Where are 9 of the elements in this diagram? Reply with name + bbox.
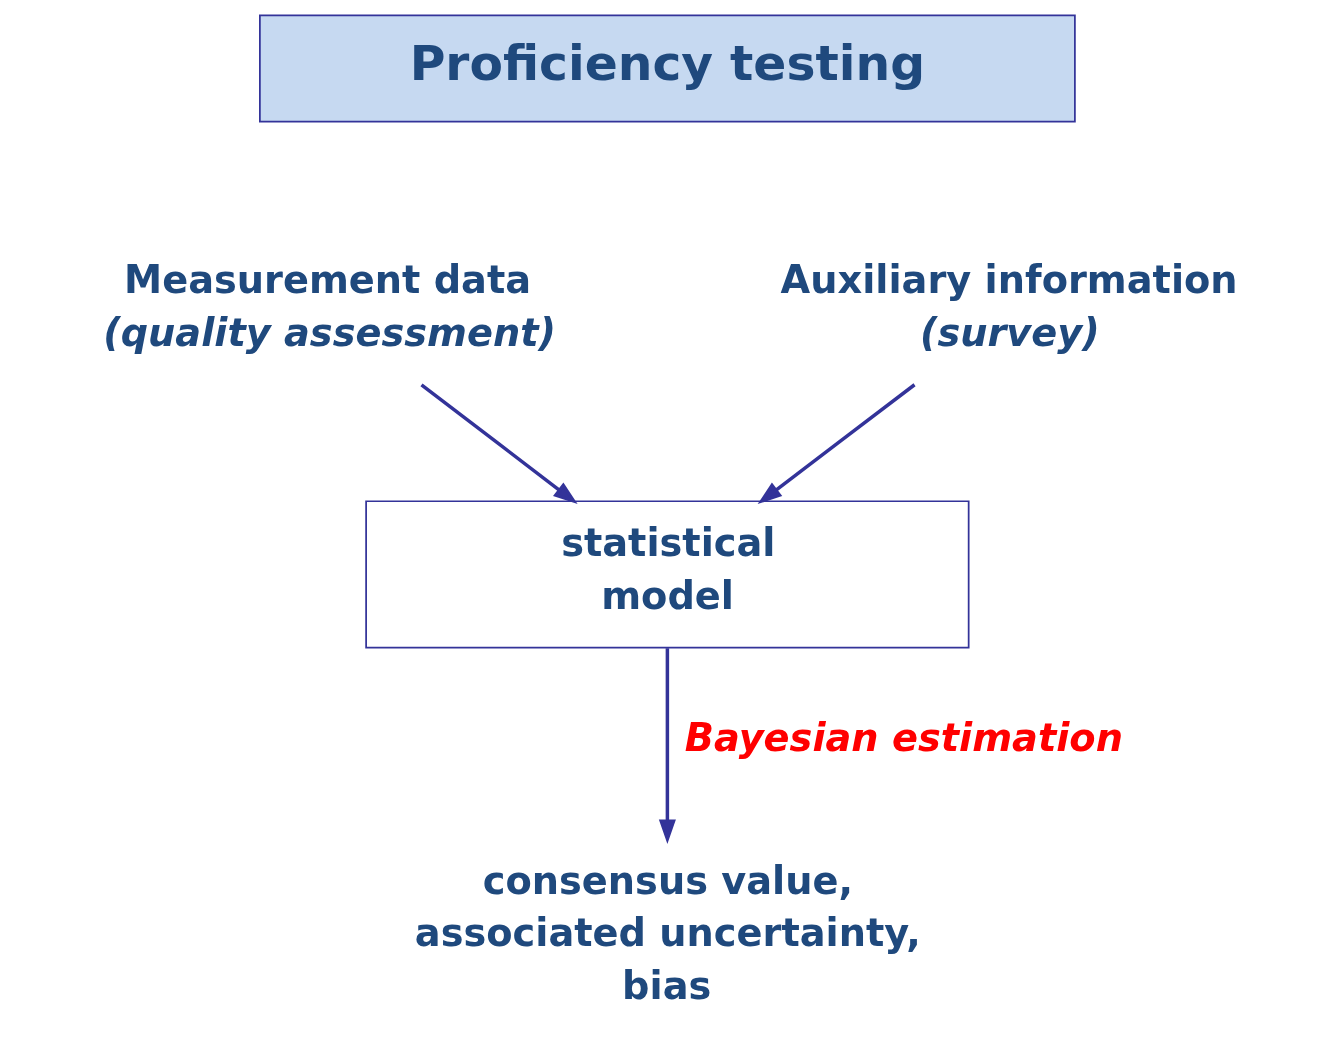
node-box: Proficiency testing: [258, 14, 1076, 123]
node-box: statistical model: [364, 500, 970, 649]
arrow: [757, 383, 916, 505]
node-text: Auxiliary information (survey): [780, 257, 1238, 355]
edge-label: Bayesian estimation: [684, 715, 1123, 761]
node-text: Measurement data (quality assessment): [102, 257, 556, 355]
arrow: [658, 648, 676, 844]
arrow: [419, 383, 578, 505]
node-text: consensus value, associated uncertainty, bias: [414, 858, 921, 1008]
